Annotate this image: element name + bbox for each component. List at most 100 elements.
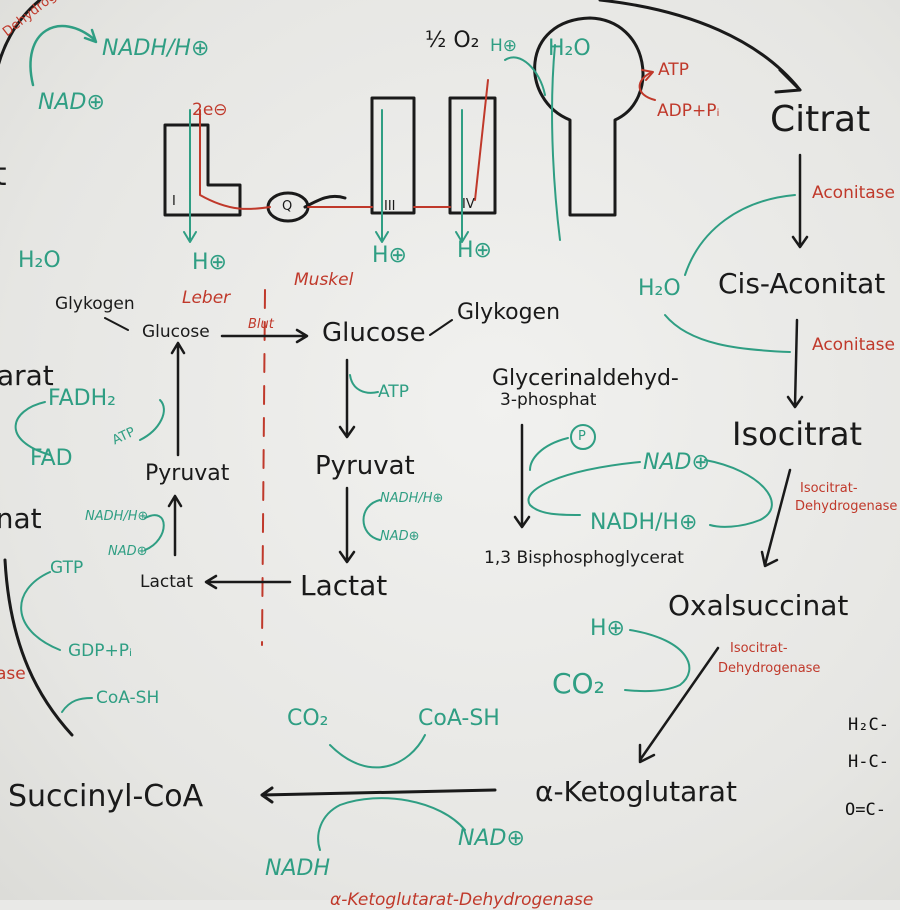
lactat-liver-label: Lactat [140,572,193,592]
icdh-2-line2: Dehydrogenase [718,661,821,676]
bpg-label: 1,3 Bisphosphoglycerat [484,548,684,568]
structure-line1: H₂C- [848,715,889,735]
pyruvat-to-glucose-arrow [170,341,186,457]
citrat-to-cisaconitat [791,153,809,249]
complex-3-shape [370,96,416,215]
cis-aconitat-label: Cis-Aconitat [718,267,886,300]
complex-3-label: III [384,199,396,214]
liver-nadh-label: NADH/H⊕ [85,509,149,524]
oxalsuccinat-proton-label: H⊕ [590,616,625,641]
lactat-transport-arrow [204,574,292,590]
gap-label-line1: Glycerinaldehyd- [492,366,679,391]
glykogen-liver-label: Glykogen [55,294,135,314]
nadh-label: NADH/H⊕ [102,36,210,61]
muscle-nadh-label: NADH/H⊕ [380,491,444,506]
enzyme-partial-label: ase [0,664,26,684]
fadh2-label: FADH₂ [48,386,116,411]
cycle-arc-left-bottom [3,558,74,737]
liver-label: Leber [182,288,231,308]
atp-synthase-shape [533,16,645,217]
complex-1-shape [163,123,242,217]
proton-arrow-4 [455,109,469,243]
organ-separator [261,289,266,646]
akg-to-succinylcoa [260,786,497,804]
oxalsuccinat-label: Oxalsuccinat [668,589,849,622]
atp-branch [349,374,379,394]
liver-nad-label: NAD⊕ [108,544,148,559]
oxalsuccinat-to-akg [638,646,720,764]
gap-label-line2: 3-phosphat [500,390,597,410]
pyruvat-muscle-label: Pyruvat [315,451,415,481]
water-left-label: H₂O [18,248,61,273]
aconitase-1-label: Aconitase [812,183,895,203]
coa-sh-left-label: CoA-SH [96,688,160,708]
nadh-bottom-label: NADH [265,856,330,881]
gdp-label: GDP+Pᵢ [68,641,133,661]
coa-sh-bottom-label: CoA-SH [418,706,500,731]
succinat-partial-label: inat [0,502,42,535]
atp-synthase-atp-label: ATP [658,60,689,80]
liver-nadh-branch [144,514,165,551]
aconitase-2-label: Aconitase [812,335,895,355]
phosphate-label: P [578,429,586,444]
fumarat-partial-label: tarat [0,359,54,392]
water-label: H₂O [548,36,591,61]
proton-out-4-label: H⊕ [457,238,492,263]
icdh-2-line1: Isocitrat- [730,641,788,656]
electron-path [199,79,489,210]
proton-arrow-1 [183,109,197,243]
nad-nadh-glyco-arrow [527,461,641,516]
nad-isocitrat-arrow [704,459,773,528]
phosphate-arrow [529,437,569,471]
proton-arrow-3 [375,109,389,243]
glykogen-muscle-label: Glykogen [457,300,561,325]
blood-transport-arrow [220,328,309,344]
water-in-arrow [664,314,791,353]
lactat-to-pyruvat-arrow [167,494,183,557]
cytochrome-c-shape [303,194,347,209]
akg-dehydrogenase-partial-label: α-Ketoglutarat-Dehydrogenase [330,890,594,910]
proton-through-synthase [551,44,561,241]
fad-label: FAD [30,446,73,471]
o2-proton-label: H⊕ [490,36,518,56]
two-electrons-label: 2e⊖ [192,100,228,120]
gtp-label: GTP [50,558,84,578]
arrow-head-citrat [774,68,802,94]
half-oxygen-label: ½ O₂ [425,28,480,53]
isocitrat-label: Isocitrat [732,415,863,453]
nad-nadh-bottom-arrow [317,797,466,851]
complex-4-shape [448,96,497,215]
pyruvat-liver-label: Pyruvat [145,461,230,486]
coa-co2-arrow [329,734,426,769]
muscle-nadh-branch [362,499,381,541]
cisaconitat-to-isocitrat [786,318,804,409]
coa-left-arrow [61,697,93,713]
ubiquinone-label: Q [282,199,293,214]
o2-h-arrow [504,56,546,96]
blood-label: Blut [248,317,274,332]
proton-out-1-label: H⊕ [192,250,227,275]
structure-line3: O=C- [845,800,886,820]
muscle-atp-label: ATP [378,382,409,402]
icdh-1-line2: Dehydrogenase [795,499,898,514]
isocitrat-to-oxalsuccinat [760,468,792,568]
glyco-nad-label: NAD⊕ [643,450,710,475]
water-aconitase-label: H₂O [638,276,681,301]
malat-partial-label: t [0,155,7,193]
fad-arrow [14,401,51,456]
complex-1-label: I [172,194,176,209]
glucose-muscle-label: Glucose [322,318,426,348]
alpha-ketoglutarat-label: α-Ketoglutarat [535,775,737,808]
muscle-nad-label: NAD⊕ [380,529,420,544]
glucose-liver-label: Glucose [142,322,210,342]
lactat-muscle-label: Lactat [300,569,388,602]
pyruvat-to-lactat-arrow [338,486,356,564]
muscle-label: Muskel [294,270,354,290]
glucose-to-pyruvat-arrow [338,358,356,439]
structure-line2: H-C- [848,752,889,772]
adp-label: ADP+Pᵢ [657,101,720,121]
gap-to-bpg-arrow [513,423,531,529]
succinyl-coa-label: Succinyl-CoA [8,779,204,814]
